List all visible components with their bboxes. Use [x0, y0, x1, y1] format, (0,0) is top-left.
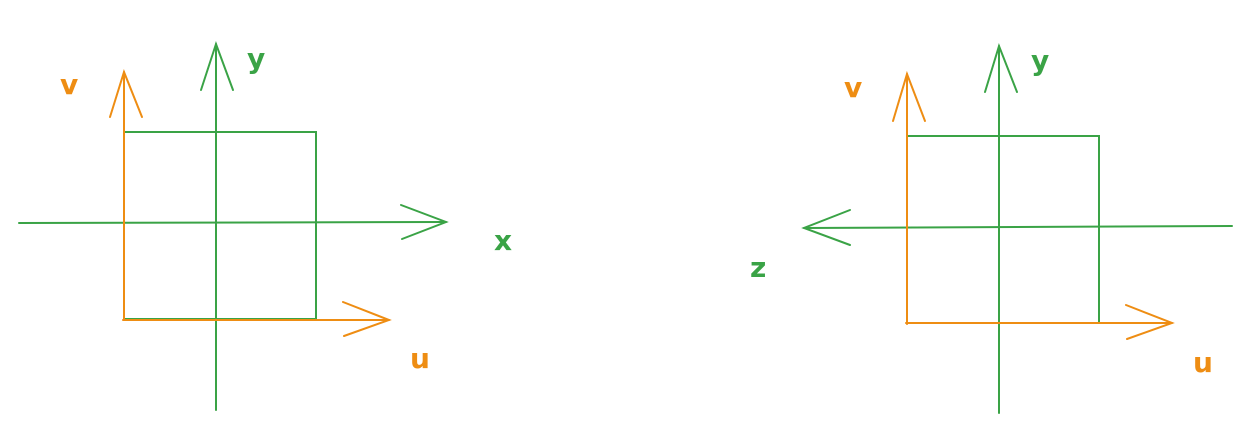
right-u-axis	[905, 304, 1175, 340]
right-u-axis-label: u	[1193, 346, 1213, 379]
right-z-axis-label: z	[750, 251, 766, 284]
right-y-axis	[984, 42, 1018, 414]
right-v-axis	[892, 70, 926, 325]
left-u-axis	[122, 301, 392, 337]
right-square	[906, 135, 1100, 324]
left-v-axis-label: v	[60, 68, 78, 101]
left-y-axis	[200, 40, 234, 411]
left-u-axis-label: u	[410, 342, 430, 375]
right-z-axis	[801, 209, 1233, 246]
left-y-axis-label: y	[247, 42, 265, 75]
left-x-axis	[18, 204, 449, 240]
right-v-axis-label: v	[844, 71, 862, 104]
left-diagram: y x v u	[18, 40, 512, 411]
left-v-axis	[109, 69, 143, 321]
left-x-axis-label: x	[494, 224, 512, 257]
right-y-axis-label: y	[1031, 44, 1049, 77]
left-square	[123, 131, 317, 320]
right-diagram: y z v u	[750, 42, 1233, 414]
